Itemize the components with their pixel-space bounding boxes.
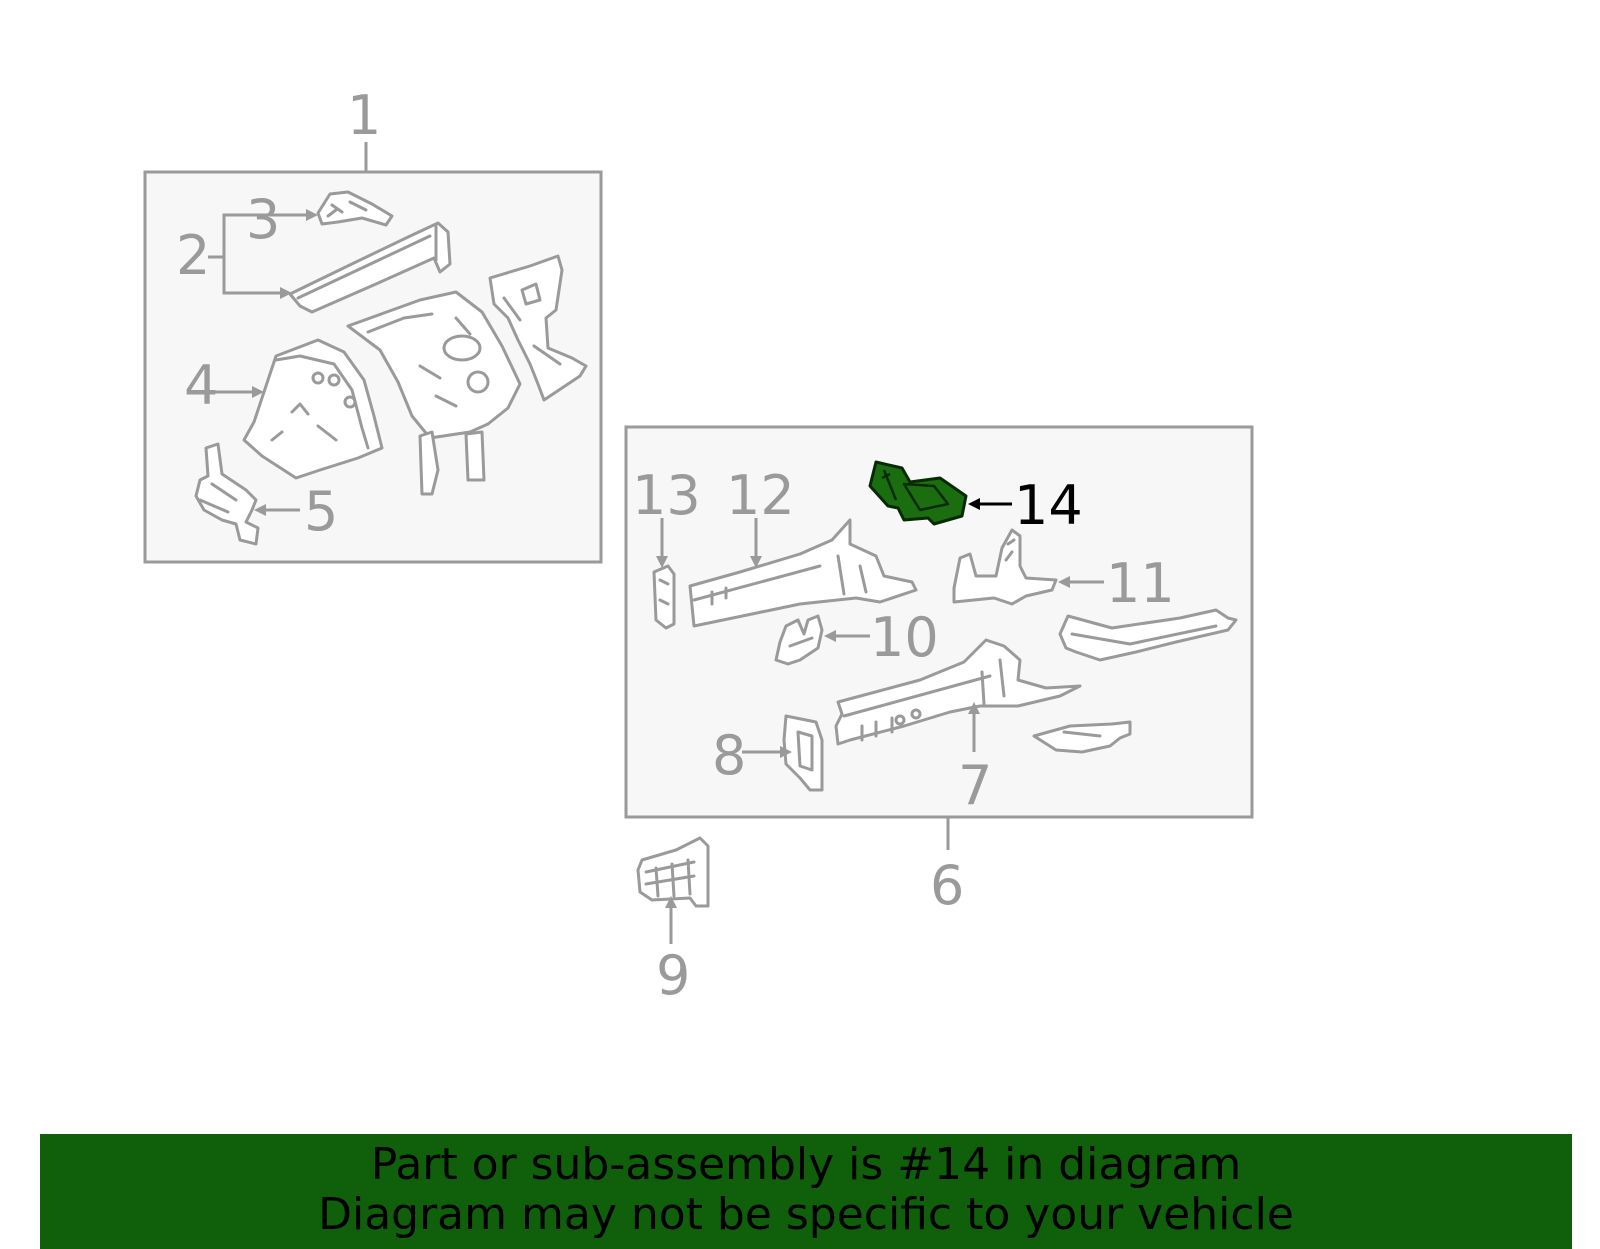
callout-9: 9 [656, 944, 690, 1007]
banner-line-2: Diagram may not be specific to your vehi… [318, 1189, 1294, 1240]
part-2[interactable] [288, 221, 452, 314]
callout-12: 12 [726, 464, 795, 527]
part-8[interactable] [782, 714, 824, 792]
callout-6: 6 [930, 854, 964, 917]
callout-13: 13 [632, 464, 701, 527]
banner-line-1: Part or sub-assembly is #14 in diagram [370, 1139, 1242, 1190]
floor-bracket [1032, 720, 1132, 754]
part-7[interactable] [834, 638, 1082, 746]
wheel-housing-panel [346, 290, 522, 496]
callout-14: 14 [1014, 474, 1083, 537]
callout-7: 7 [958, 754, 992, 817]
callout-3: 3 [246, 188, 280, 251]
part-3[interactable] [316, 190, 394, 227]
part-11[interactable] [952, 528, 1058, 606]
rear-rail [1058, 608, 1238, 662]
callout-5: 5 [304, 480, 338, 543]
callout-11: 11 [1106, 552, 1175, 615]
callout-8: 8 [712, 724, 746, 787]
part-14[interactable] [868, 460, 968, 526]
callout-4: 4 [184, 354, 218, 417]
part-4[interactable] [242, 338, 384, 480]
part-12[interactable] [688, 518, 918, 628]
callout-2: 2 [176, 224, 210, 287]
part-10[interactable] [774, 614, 824, 666]
part-13[interactable] [652, 564, 676, 630]
part-5[interactable] [194, 442, 260, 546]
part-9[interactable] [636, 836, 710, 908]
callout-1: 1 [347, 84, 381, 147]
pillar-bracket [488, 254, 588, 402]
callout-10: 10 [870, 606, 939, 669]
info-banner: Part or sub-assembly is #14 in diagram D… [40, 1134, 1572, 1249]
